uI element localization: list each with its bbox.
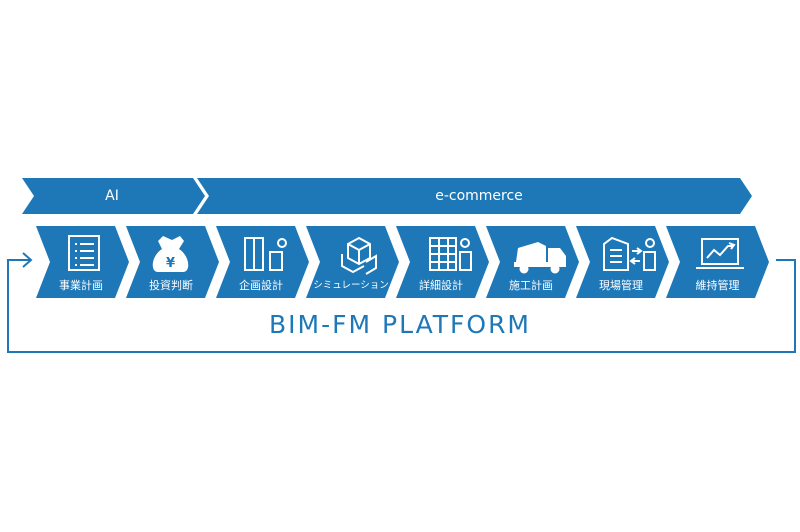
document-list-icon	[68, 235, 100, 271]
step-label-3: 企画設計	[239, 279, 283, 292]
building-plan-icon	[244, 237, 287, 271]
site-management-icon	[603, 236, 656, 271]
step-label-5: 詳細設計	[419, 279, 463, 292]
mixer-truck-icon	[514, 242, 566, 274]
loop-line	[7, 259, 796, 353]
step-label-7: 現場管理	[599, 279, 643, 292]
band-ai	[22, 178, 205, 214]
laptop-chart-icon	[696, 238, 744, 269]
step-label-1: 事業計画	[59, 279, 103, 292]
band-ai-label: AI	[105, 188, 119, 204]
band-ecommerce	[197, 178, 752, 214]
3d-box-simulation-icon	[341, 236, 377, 275]
step-chevron-1	[36, 226, 129, 298]
building-detail-icon	[429, 237, 472, 271]
step-label-2: 投資判断	[149, 279, 193, 292]
loop-arrowhead	[22, 252, 33, 268]
step-label-8: 維持管理	[695, 279, 740, 292]
band-ecommerce-label: e-commerce	[435, 188, 523, 204]
step-chevron-4	[306, 226, 399, 298]
step-chevron-8	[666, 226, 769, 298]
step-label-6: 施工計画	[509, 279, 553, 292]
platform-title: BIM-FM PLATFORM	[268, 310, 532, 339]
svg-text:¥: ¥	[166, 256, 175, 271]
money-bag-yen-icon: ¥	[152, 236, 189, 272]
step-label-4: シミュレーション	[313, 280, 389, 291]
